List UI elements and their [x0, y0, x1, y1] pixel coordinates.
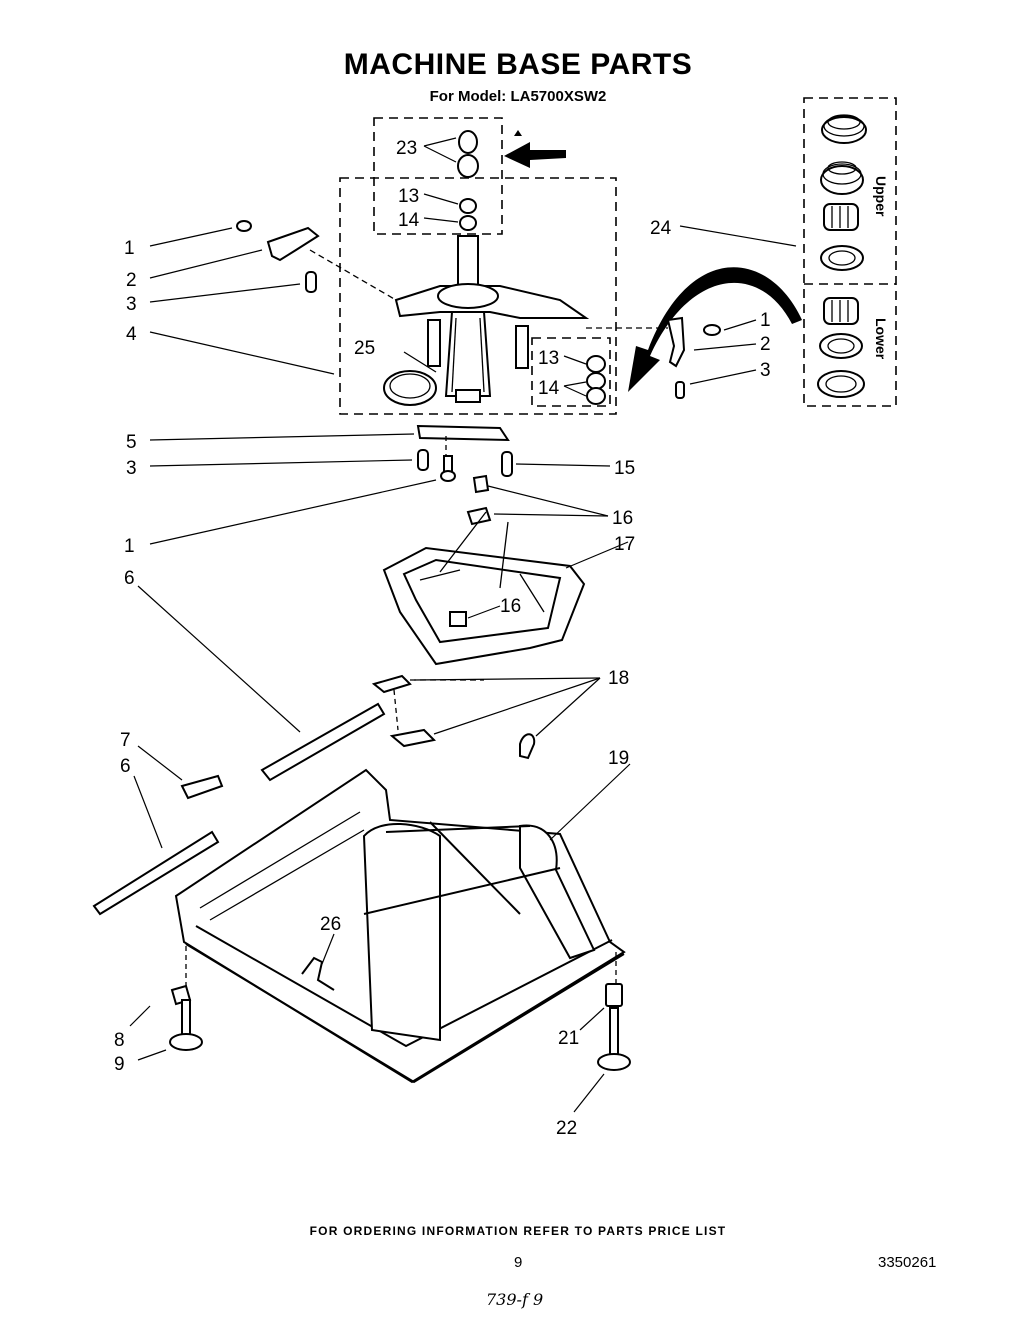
callout-25: 25: [354, 338, 375, 359]
callout-16: 16: [612, 508, 633, 529]
callout-16c: 16: [500, 596, 521, 617]
bearing-inset: Upper Lower: [803, 97, 897, 407]
callout-9: 9: [114, 1054, 125, 1075]
callout-6: 6: [124, 568, 135, 589]
left-bracket-parts: [236, 220, 397, 301]
callout-21: 21: [558, 1028, 579, 1049]
suspension-tray: [382, 511, 586, 666]
document-number: 3350261: [878, 1254, 937, 1271]
inset-label-lower: Lower: [873, 318, 889, 360]
callout-5: 5: [126, 432, 137, 453]
callout-2: 2: [126, 270, 137, 291]
leveling-feet: [169, 946, 631, 1071]
callout-26: 26: [320, 914, 341, 935]
callout-17: 17: [614, 534, 635, 555]
callout-14b: 14: [538, 378, 560, 399]
curved-arrow: [628, 267, 802, 392]
model-subtitle: For Model: LA5700XSW2: [429, 88, 607, 105]
ordering-note: FOR ORDERING INFORMATION REFER TO PARTS …: [309, 1224, 727, 1238]
callout-6b: 6: [120, 756, 131, 777]
handwritten-note: 739-f 9: [486, 1290, 544, 1309]
leader-lines: [129, 137, 797, 1113]
inset-label-upper: Upper: [873, 176, 889, 217]
clips-and-rails: [92, 674, 536, 916]
callout-1: 1: [124, 238, 135, 259]
callout-2b: 2: [760, 334, 771, 355]
callout-7: 7: [120, 730, 131, 751]
right-bracket-parts: [586, 316, 721, 399]
callout-3c: 3: [760, 360, 771, 381]
page-title: MACHINE BASE PARTS: [343, 48, 693, 81]
callout-4: 4: [126, 324, 137, 345]
upper-bearing-set: [820, 114, 867, 271]
callout-14: 14: [398, 210, 420, 231]
callout-13: 13: [398, 186, 419, 207]
callout-3: 3: [126, 294, 137, 315]
callout-13b: 13: [538, 348, 559, 369]
page-number: 9: [514, 1254, 523, 1271]
callout-1c: 1: [760, 310, 771, 331]
upper-arrow: [504, 142, 566, 168]
strap-and-springs: [416, 424, 513, 526]
callout-24: 24: [650, 218, 672, 239]
callout-8: 8: [114, 1030, 125, 1051]
callout-1b: 1: [124, 536, 135, 557]
base-frame: [174, 768, 626, 1084]
lower-bearing-set: [817, 297, 865, 398]
callout-19: 19: [608, 748, 629, 769]
callout-18: 18: [608, 668, 629, 689]
callout-15: 15: [614, 458, 635, 479]
callout-3b: 3: [126, 458, 137, 479]
callout-labels: 1 2 3 4 25 5 3 1 6 7 6 8 9 23 13 14 24 1…: [114, 138, 771, 1139]
callout-23: 23: [396, 138, 417, 159]
center-post-assembly: [383, 130, 606, 406]
callout-22: 22: [556, 1118, 577, 1139]
